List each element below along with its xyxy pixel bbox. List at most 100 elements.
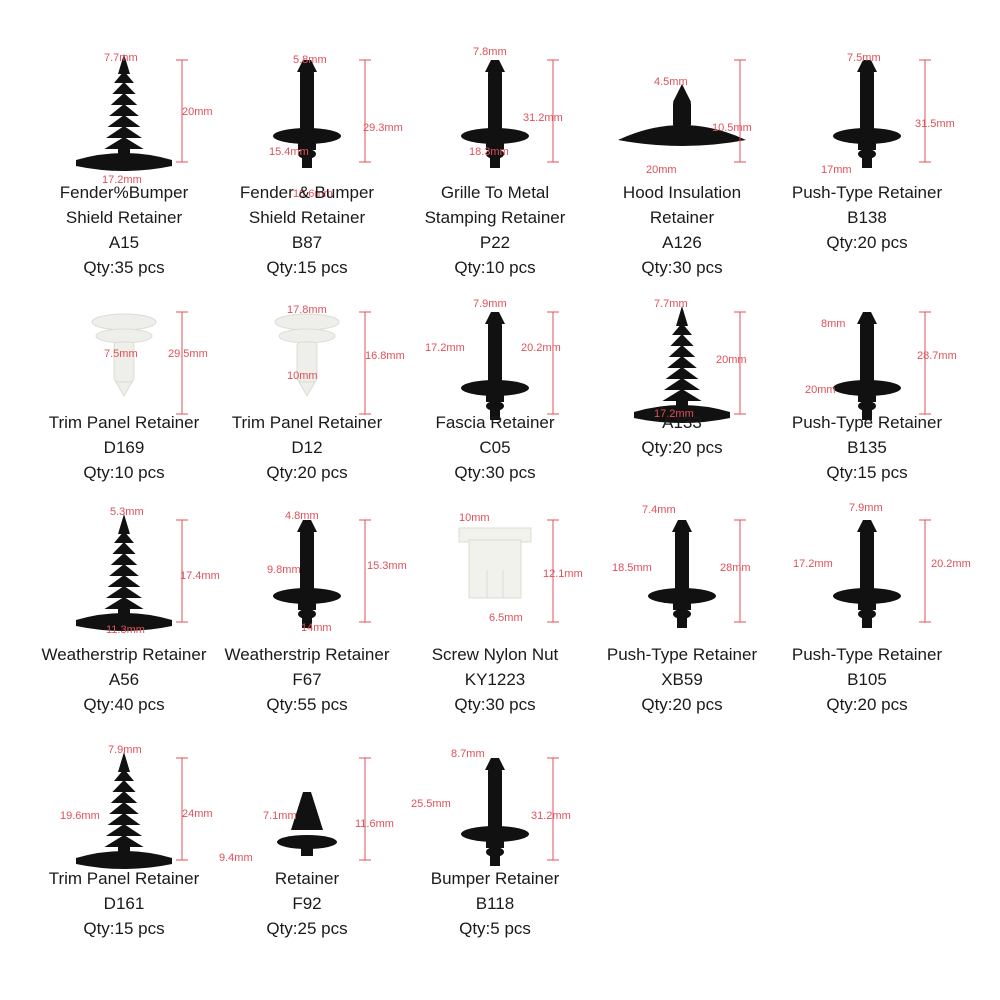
part-shape <box>273 60 341 168</box>
part-illustration <box>461 59 559 168</box>
part-code: D12 <box>291 438 323 457</box>
part-code: XB59 <box>661 670 703 689</box>
dimension-label: 15.4mm <box>269 146 309 158</box>
part-shape <box>833 520 901 628</box>
dimension-label: 20mm <box>716 354 747 366</box>
dimension-label: 7.9mm <box>849 502 883 514</box>
part-quantity: Qty:15 pcs <box>83 919 165 938</box>
part-shape <box>833 60 901 168</box>
dimension-label: 15.3mm <box>367 560 407 572</box>
part-name: Push-Type Retainer <box>791 413 943 432</box>
part-shape <box>461 758 529 866</box>
dimension-lines <box>176 519 188 623</box>
part-illustration <box>461 311 559 420</box>
dimension-label: 20mm <box>182 106 213 118</box>
part-code: D169 <box>103 438 145 457</box>
part-code: P22 <box>479 233 511 252</box>
dimension-label: 4.8mm <box>285 510 319 522</box>
dimension-label: 25.5mm <box>411 798 451 810</box>
dimension-label: 28.7mm <box>917 350 957 362</box>
part-quantity: Qty:40 pcs <box>83 695 165 714</box>
dimension-lines <box>547 519 559 623</box>
dimension-lines <box>919 311 931 415</box>
part-shape <box>458 527 532 599</box>
part-name-line2: Shield Retainer <box>248 208 366 227</box>
part-illustration <box>458 519 559 623</box>
part-code: B105 <box>847 670 887 689</box>
dimension-label: 17mm <box>821 164 852 176</box>
dimension-label: 7.9mm <box>473 298 507 310</box>
part-code: D161 <box>103 894 145 913</box>
dimension-lines <box>734 311 746 415</box>
dimension-lines <box>176 757 188 861</box>
dimension-label: 14mm <box>301 622 332 634</box>
dimension-label: 18.3mm <box>469 146 509 158</box>
part-code: B135 <box>847 438 887 457</box>
dimension-label: 7.4mm <box>642 504 676 516</box>
part-quantity: Qty:30 pcs <box>454 695 536 714</box>
part-quantity: Qty:30 pcs <box>454 463 536 482</box>
dimension-lines <box>734 59 746 163</box>
part-quantity: Qty:55 pcs <box>266 695 348 714</box>
part-quantity: Qty:35 pcs <box>83 258 165 277</box>
part-shape <box>648 520 716 628</box>
dimension-label: 31.2mm <box>523 112 563 124</box>
dimension-label: 8.7mm <box>451 748 485 760</box>
part-quantity: Qty:20 pcs <box>266 463 348 482</box>
part-illustration <box>274 311 371 415</box>
part-quantity: Qty:20 pcs <box>641 438 723 457</box>
part-name: Fender & Bumper <box>239 183 375 202</box>
part-name: Trim Panel Retainer <box>48 413 200 432</box>
part-code: KY1223 <box>464 670 526 689</box>
part-shape <box>76 514 172 631</box>
part-name-line2: Stamping Retainer <box>424 208 566 227</box>
part-shape <box>618 84 746 146</box>
part-illustration <box>91 311 188 415</box>
part-name: Push-Type Retainer <box>606 645 758 664</box>
part-name-line2: Retainer <box>649 208 715 227</box>
dimension-label: 28mm <box>720 562 751 574</box>
part-quantity: Qty:5 pcs <box>459 919 531 938</box>
dimension-lines <box>919 519 931 623</box>
part-name: Bumper Retainer <box>430 869 560 888</box>
dimension-label: 18.5mm <box>612 562 652 574</box>
dimension-label: 10.5mm <box>712 122 752 134</box>
dimension-label: 9.4mm <box>219 852 253 864</box>
part-name: Grille To Metal <box>440 183 550 202</box>
dimension-label: 7.7mm <box>654 298 688 310</box>
dimension-label: 10mm <box>287 370 318 382</box>
part-shape <box>91 313 157 398</box>
part-code: B138 <box>847 208 887 227</box>
part-quantity: Qty:25 pcs <box>266 919 348 938</box>
dimension-lines <box>359 311 371 415</box>
part-illustration <box>461 757 559 866</box>
dimension-label: 17.2mm <box>654 408 694 420</box>
part-shape <box>634 306 730 423</box>
dimension-label: 7.8mm <box>473 46 507 58</box>
part-illustration <box>833 519 931 628</box>
dimension-label: 5.8mm <box>293 54 327 66</box>
part-shape <box>277 792 337 856</box>
part-shape <box>461 312 529 420</box>
part-quantity: Qty:20 pcs <box>826 695 908 714</box>
part-illustration <box>833 311 931 420</box>
dimension-label: 4.5mm <box>654 76 688 88</box>
part-shape <box>76 54 172 171</box>
dimension-label: 20.2mm <box>521 342 561 354</box>
